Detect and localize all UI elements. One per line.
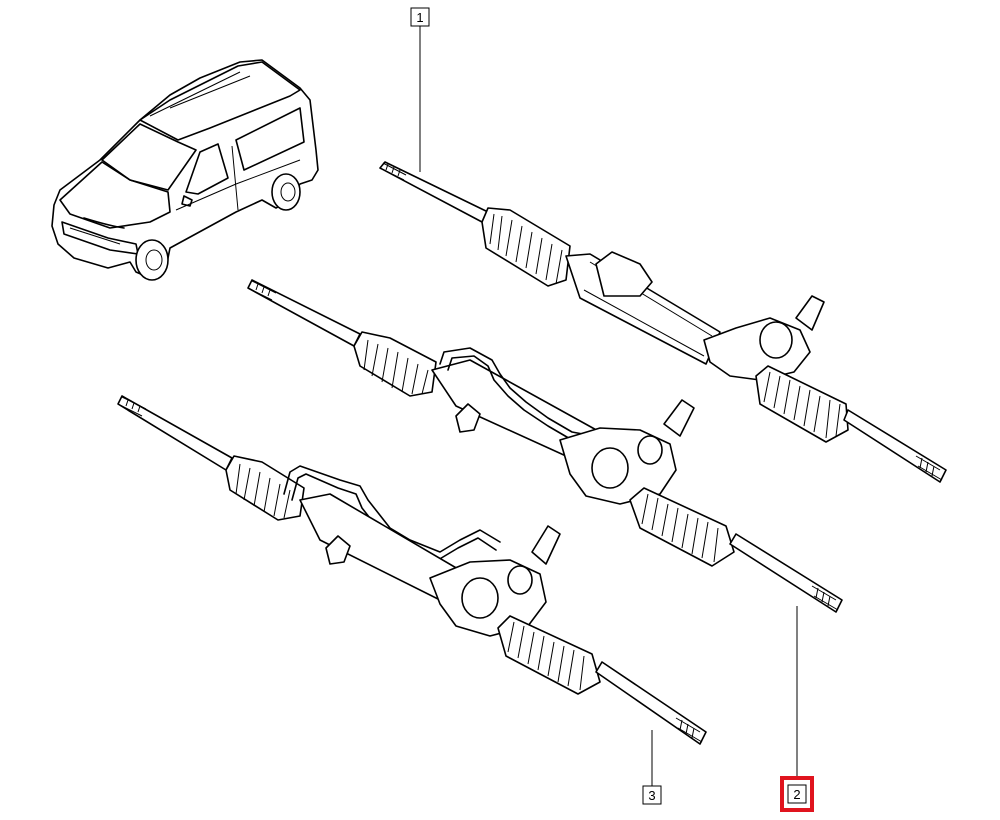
callout-2-label: 2 xyxy=(793,787,800,802)
callout-2-box xyxy=(787,784,807,804)
callout-2-highlight xyxy=(780,776,814,812)
callout-1[interactable]: 1 xyxy=(410,7,430,27)
van-illustration xyxy=(51,59,319,281)
callout-3-label: 3 xyxy=(648,788,655,803)
callout-1-label: 1 xyxy=(416,10,423,25)
callout-3-box xyxy=(642,785,662,805)
callout-leader-lines xyxy=(419,26,798,788)
callout-1-box xyxy=(410,7,430,27)
steering-rack-1 xyxy=(379,161,947,483)
steering-rack-2 xyxy=(247,279,843,613)
callout-3[interactable]: 3 xyxy=(642,785,662,805)
steering-rack-3 xyxy=(117,395,707,745)
callout-2[interactable]: 2 xyxy=(780,776,814,812)
